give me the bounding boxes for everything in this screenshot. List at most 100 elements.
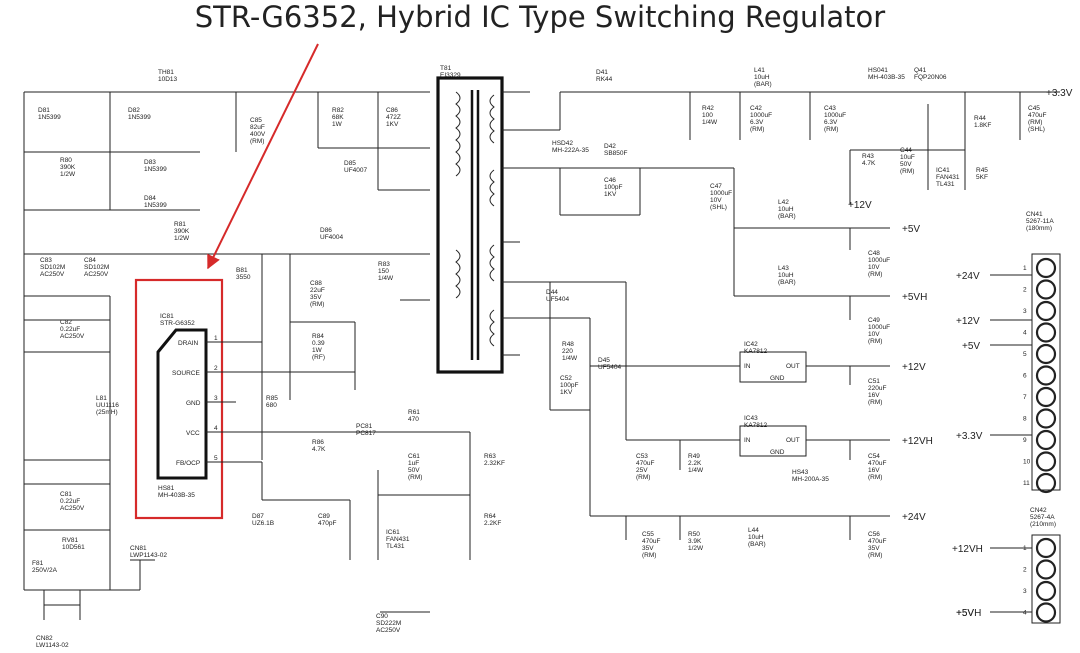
regulator-ic42: IN OUT GND <box>739 351 807 383</box>
cn41-rail-label: +3.3V <box>956 431 983 442</box>
pin-label-gnd: GND <box>186 400 201 407</box>
cn41-pin <box>1035 343 1057 365</box>
cn41-rail-label: +5V <box>962 341 980 352</box>
cn41-pin-number: 10 <box>1023 459 1031 466</box>
cn42-pin <box>1035 580 1057 602</box>
page-title: STR-G6352, Hybrid IC Type Switching Regu… <box>194 0 886 34</box>
pin-number: 4 <box>214 425 218 432</box>
cn41-pin-number: 11 <box>1023 480 1030 487</box>
cn42-rail-label: +5VH <box>956 608 981 619</box>
rail-label: +12V <box>902 362 926 373</box>
rail-label: +12V <box>848 200 872 211</box>
rail-label: +24V <box>902 512 926 523</box>
cn41-pin-number: 6 <box>1023 373 1027 380</box>
pin-number: 2 <box>214 365 218 372</box>
cn41-pin <box>1035 451 1057 472</box>
pin-label-gnd: GND <box>770 375 785 382</box>
cn41-pin <box>1035 300 1057 322</box>
cn41-rail-label: +24V <box>956 271 980 282</box>
cn42-pin-number: 3 <box>1023 588 1027 595</box>
cn41-pin-number: 5 <box>1023 351 1027 358</box>
cn41-pin <box>1035 322 1057 343</box>
cn41-pin-number: 3 <box>1023 308 1027 315</box>
cn41-pin <box>1035 365 1057 386</box>
pin-number: 5 <box>214 455 218 462</box>
cn41-pin-number: 2 <box>1023 287 1027 294</box>
cn41-pin <box>1035 279 1057 300</box>
secondary-wiring <box>549 91 1060 540</box>
cn41-pin-number: 1 <box>1023 265 1027 272</box>
cn41-pin-number: 8 <box>1023 416 1027 423</box>
cn42-pin <box>1035 559 1057 580</box>
rail-label: +12VH <box>902 436 933 447</box>
input-wiring <box>23 91 471 620</box>
cn42-pin-number: 4 <box>1023 610 1027 617</box>
cn42-rail-label: +12VH <box>952 544 983 555</box>
cn41-pin-number: 7 <box>1023 394 1027 401</box>
rail-label: +5V <box>902 224 920 235</box>
cn41-pin <box>1035 386 1057 408</box>
pin-label-fbocp: FB/OCP <box>176 460 200 467</box>
pin-label-vcc: VCC <box>186 430 200 437</box>
pin-number: 3 <box>214 395 218 402</box>
cn42-pin <box>1035 537 1057 559</box>
rail-label: +5VH <box>902 292 927 303</box>
pin-label-drain: DRAIN <box>178 340 199 347</box>
cn41-pin <box>1035 257 1057 279</box>
cn41-rail-label: +12V <box>956 316 980 327</box>
pin-label-gnd: GND <box>770 449 785 456</box>
